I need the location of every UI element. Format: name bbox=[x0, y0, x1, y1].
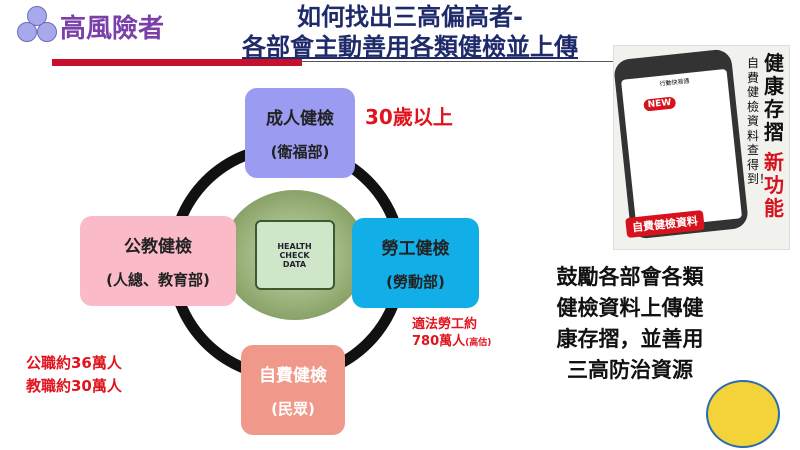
page-title-line1: 如何找出三高偏高者- bbox=[297, 3, 523, 31]
box-sub: (衛福部) bbox=[270, 143, 330, 161]
slogan-line: 三高防治資源 bbox=[567, 358, 693, 382]
page-title-line2: 各部會主動善用各類健檢並上傳 bbox=[242, 33, 578, 61]
note-labor-line2: 780萬人 bbox=[412, 334, 466, 349]
note-labor-small: (高估) bbox=[465, 338, 492, 348]
promo-badge: 新功能 bbox=[764, 150, 784, 220]
box-sub: (勞動部) bbox=[386, 273, 445, 291]
box-title: 勞工健檢 bbox=[381, 239, 450, 259]
slogan-line: 健檢資料上傳健 bbox=[556, 296, 704, 320]
slogan-line: 康存摺，並善用 bbox=[556, 327, 704, 351]
box-civil-checkup: 公教健檢 (人總、教育部) bbox=[80, 216, 236, 306]
new-tag: NEW bbox=[643, 96, 676, 112]
box-adult-checkup: 成人健檢 (衛福部) bbox=[245, 88, 355, 178]
box-labor-checkup: 勞工健檢 (勞動部) bbox=[352, 218, 479, 308]
folder-label-2: CHECK bbox=[279, 250, 310, 260]
title-red-bar bbox=[52, 59, 302, 66]
brand-label: 高風險者 bbox=[60, 14, 165, 44]
box-sub: (人總、教育部) bbox=[106, 271, 210, 289]
phone-icon: 行動快易通 NEW bbox=[612, 48, 750, 240]
health-check-data-upload-icon: HEALTH CHECK DATA bbox=[222, 190, 367, 320]
note-labor-line1: 適法勞工約 bbox=[412, 317, 478, 332]
note-civil: 公職約36萬人 教職約30萬人 bbox=[26, 352, 122, 398]
ministry-logo-icon bbox=[706, 380, 780, 448]
box-title: 自費健檢 bbox=[259, 366, 327, 386]
note-labor: 適法勞工約 780萬人(高估) bbox=[412, 316, 491, 352]
slogan-line: 鼓勵各部會各類 bbox=[556, 265, 704, 289]
box-title: 成人健檢 bbox=[266, 109, 334, 129]
promo-subtitle: 自費健檢資料查得到！ bbox=[747, 56, 772, 186]
note-adult-age: 30歲以上 bbox=[365, 105, 453, 129]
folder-label-1: HEALTH bbox=[277, 241, 312, 251]
note-civil-line1: 公職約36萬人 bbox=[26, 354, 122, 372]
box-self-paid-checkup: 自費健檢 (民眾) bbox=[241, 345, 345, 435]
slogan: 鼓勵各部會各類 健檢資料上傳健 康存摺，並善用 三高防治資源 bbox=[525, 262, 735, 386]
box-title: 公教健檢 bbox=[124, 237, 192, 257]
note-civil-line2: 教職約30萬人 bbox=[26, 377, 122, 395]
title-rule bbox=[300, 61, 620, 62]
promo-title: 健康存摺 bbox=[764, 51, 784, 144]
box-sub: (民眾) bbox=[271, 400, 315, 418]
app-title: 行動快易通 bbox=[659, 77, 690, 88]
folder-label-3: DATA bbox=[282, 259, 307, 269]
promo-image: 行動快易通 NEW 自費健檢資料 健康存摺 新功能 自費健檢資料查得到！ bbox=[612, 45, 790, 250]
